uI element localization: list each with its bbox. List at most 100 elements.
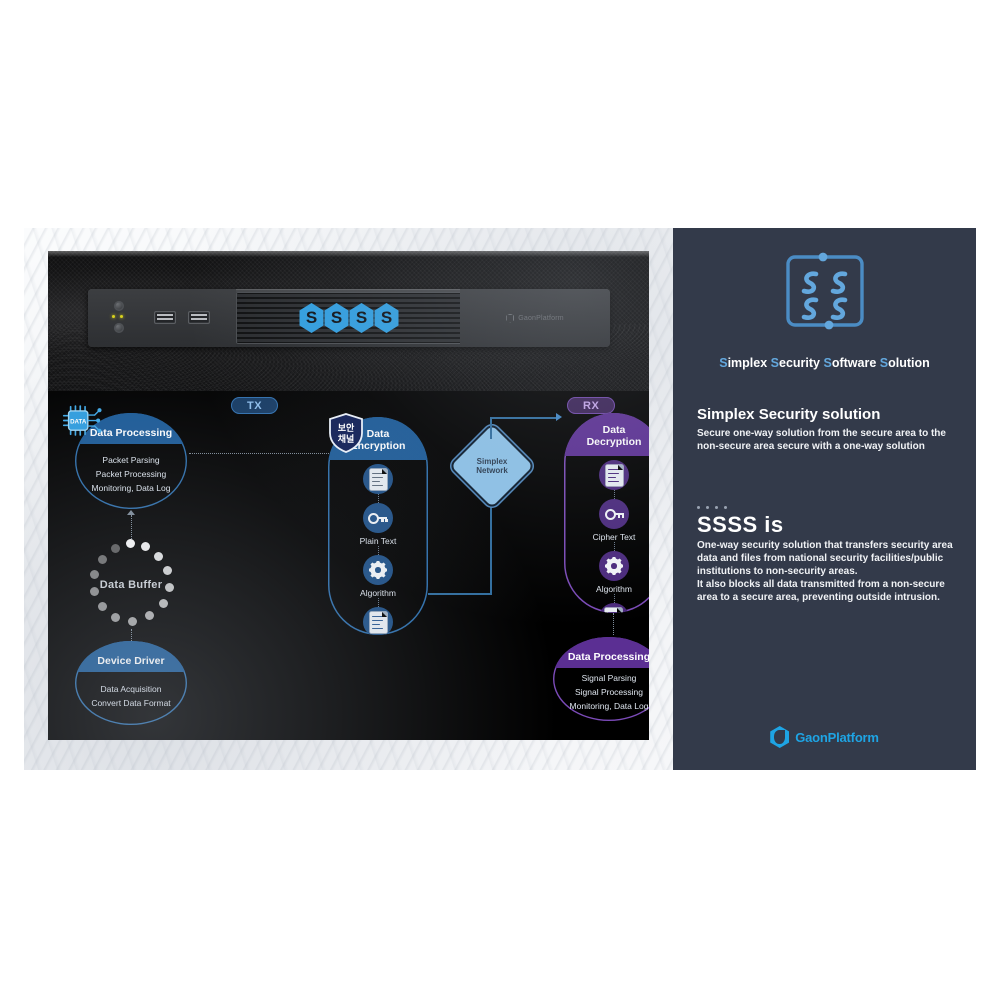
node-device-driver[interactable]: Device Driver Data Acquisition Convert D… (75, 641, 187, 725)
hex-s-icon (324, 303, 349, 333)
step-plain-text: Plain Text (359, 503, 397, 546)
step-algorithm: Algorithm (596, 551, 632, 594)
logo-title-s4: S (879, 356, 889, 370)
node-data-encryption[interactable]: Data Encryption (328, 417, 428, 635)
architecture-diagram: TX RX Data Processing Packet Parsing Pac… (48, 391, 649, 740)
connector-driver-to-buffer (131, 629, 132, 645)
node-data-processing-rx[interactable]: Data Processing Signal Parsing Signal Pr… (553, 637, 649, 721)
connector-buffer-to-dp (131, 515, 132, 543)
secure-channel-shield-icon: 보안 채널 (329, 413, 363, 453)
connector-decrypt-to-rx-dp (613, 613, 614, 635)
gear-icon (599, 551, 629, 581)
status-led-icon (112, 315, 115, 318)
step-connector (613, 594, 615, 603)
step-connector (377, 546, 379, 555)
connector-network-to-decrypt-v (490, 417, 492, 439)
data-buffer[interactable]: Data Buffer (85, 539, 177, 631)
appliance-vendor-label: GaonPlatform (518, 314, 564, 322)
node-item: Packet Parsing (102, 454, 160, 465)
encryption-steps: Plain Text Algorithm (328, 460, 428, 635)
section-body-1: One-way security solution that transfers… (697, 540, 953, 577)
node-item: Signal Processing (574, 686, 644, 697)
logo-title-w2: ecurity (779, 356, 824, 370)
hardware-appliance-photo: GaonPlatform (48, 251, 649, 391)
node-item: Monitoring, Data Log (569, 700, 649, 711)
logo-title-w1: implex (727, 356, 771, 370)
decorative-dots (697, 506, 960, 509)
step-connector (377, 598, 379, 607)
appliance-left-face (88, 289, 236, 347)
logo-title-w3: oftware (831, 356, 880, 370)
step-label: Plain Text (359, 536, 397, 546)
appliance-vent-grille (236, 292, 462, 344)
node-items: Packet Parsing Packet Processing Monitor… (75, 444, 187, 509)
section-ssss-is: SSSS is One-way security solution that t… (697, 506, 960, 604)
gaonplatform-brand: GaonPlatform (673, 726, 976, 748)
step-cipher-doc (599, 460, 629, 490)
encrypted-document-icon (363, 607, 393, 635)
step-algorithm: Algorithm (360, 555, 396, 598)
left-light-panel: GaonPlatform TX RX Data Processing Packe… (24, 228, 673, 770)
svg-text:DATA: DATA (70, 418, 87, 425)
node-item: Packet Processing (95, 468, 167, 479)
node-data-decryption[interactable]: Data Decryption (564, 413, 649, 613)
data-chip-icon: DATA (62, 405, 102, 436)
step-plain-doc (363, 464, 393, 494)
hex-s-icon (349, 303, 374, 333)
simplex-network-label: Simplex Network (476, 457, 508, 475)
gear-icon (363, 555, 393, 585)
decryption-steps: Cipher Text Algorithm (564, 456, 649, 613)
step-label: Algorithm (360, 588, 396, 598)
document-icon (363, 464, 393, 494)
svg-text:채널: 채널 (338, 433, 355, 444)
tx-badge: TX (231, 397, 279, 414)
logo-title-w4: olution (888, 356, 930, 370)
arrow-right-icon (556, 413, 562, 421)
section-body: Secure one-way solution from the secure … (697, 428, 946, 452)
power-button-icon (114, 301, 124, 311)
arrow-up-icon (127, 510, 135, 515)
slide: GaonPlatform TX RX Data Processing Packe… (24, 228, 976, 770)
gaonplatform-label: GaonPlatform (795, 729, 879, 745)
reset-button-icon (114, 323, 124, 333)
hex-s-icon (374, 303, 399, 333)
section-heading: Simplex Security solution (697, 406, 881, 423)
section-simplex-security-solution: Simplex Security solution Secure one-way… (697, 406, 960, 453)
node-items: Data Acquisition Convert Data Format (75, 672, 187, 725)
hex-s-icon (299, 303, 324, 333)
connector-encrypt-to-network-v (490, 495, 492, 595)
key-icon (362, 503, 393, 533)
data-buffer-label: Data Buffer (99, 579, 163, 591)
document-icon (598, 603, 629, 613)
appliance-right-face: GaonPlatform (460, 289, 610, 347)
step-label: Cipher Text (592, 532, 636, 542)
usb-port-icon (188, 311, 210, 324)
step-cipher-text: Cipher Text (357, 607, 400, 635)
ssss-logo-icon (785, 252, 864, 330)
step-label: Algorithm (596, 584, 632, 594)
status-led-icon (120, 315, 123, 318)
encrypted-document-icon (599, 460, 629, 490)
step-connector (613, 542, 615, 551)
usb-port-icon (154, 311, 176, 324)
node-items: Signal Parsing Signal Processing Monitor… (553, 668, 649, 721)
node-item: Data Acquisition (100, 683, 162, 694)
logo-title-s3: S (823, 356, 832, 370)
node-item: Signal Parsing (581, 672, 637, 683)
simplex-network-node[interactable]: Simplex Network (450, 424, 534, 508)
connector-dp-to-encryption-h (189, 453, 355, 454)
gaon-hex-icon (506, 313, 515, 323)
connector-network-to-decrypt-h (490, 417, 558, 419)
diagram-board: GaonPlatform TX RX Data Processing Packe… (48, 251, 649, 740)
rx-badge: RX (567, 397, 616, 414)
step-plain-text: Plain Text (596, 603, 633, 613)
svg-text:보안: 보안 (338, 423, 355, 433)
appliance-ssss-logo (299, 303, 399, 333)
step-connector (377, 494, 379, 503)
node-item: Monitoring, Data Log (91, 482, 171, 493)
connector-encrypt-to-network-h (428, 593, 492, 595)
section-heading: SSSS is (697, 512, 784, 537)
right-info-panel: Simplex Security Software Solution Simpl… (673, 228, 976, 770)
gaonplatform-logo-icon (770, 726, 790, 748)
appliance-chassis: GaonPlatform (88, 289, 610, 347)
